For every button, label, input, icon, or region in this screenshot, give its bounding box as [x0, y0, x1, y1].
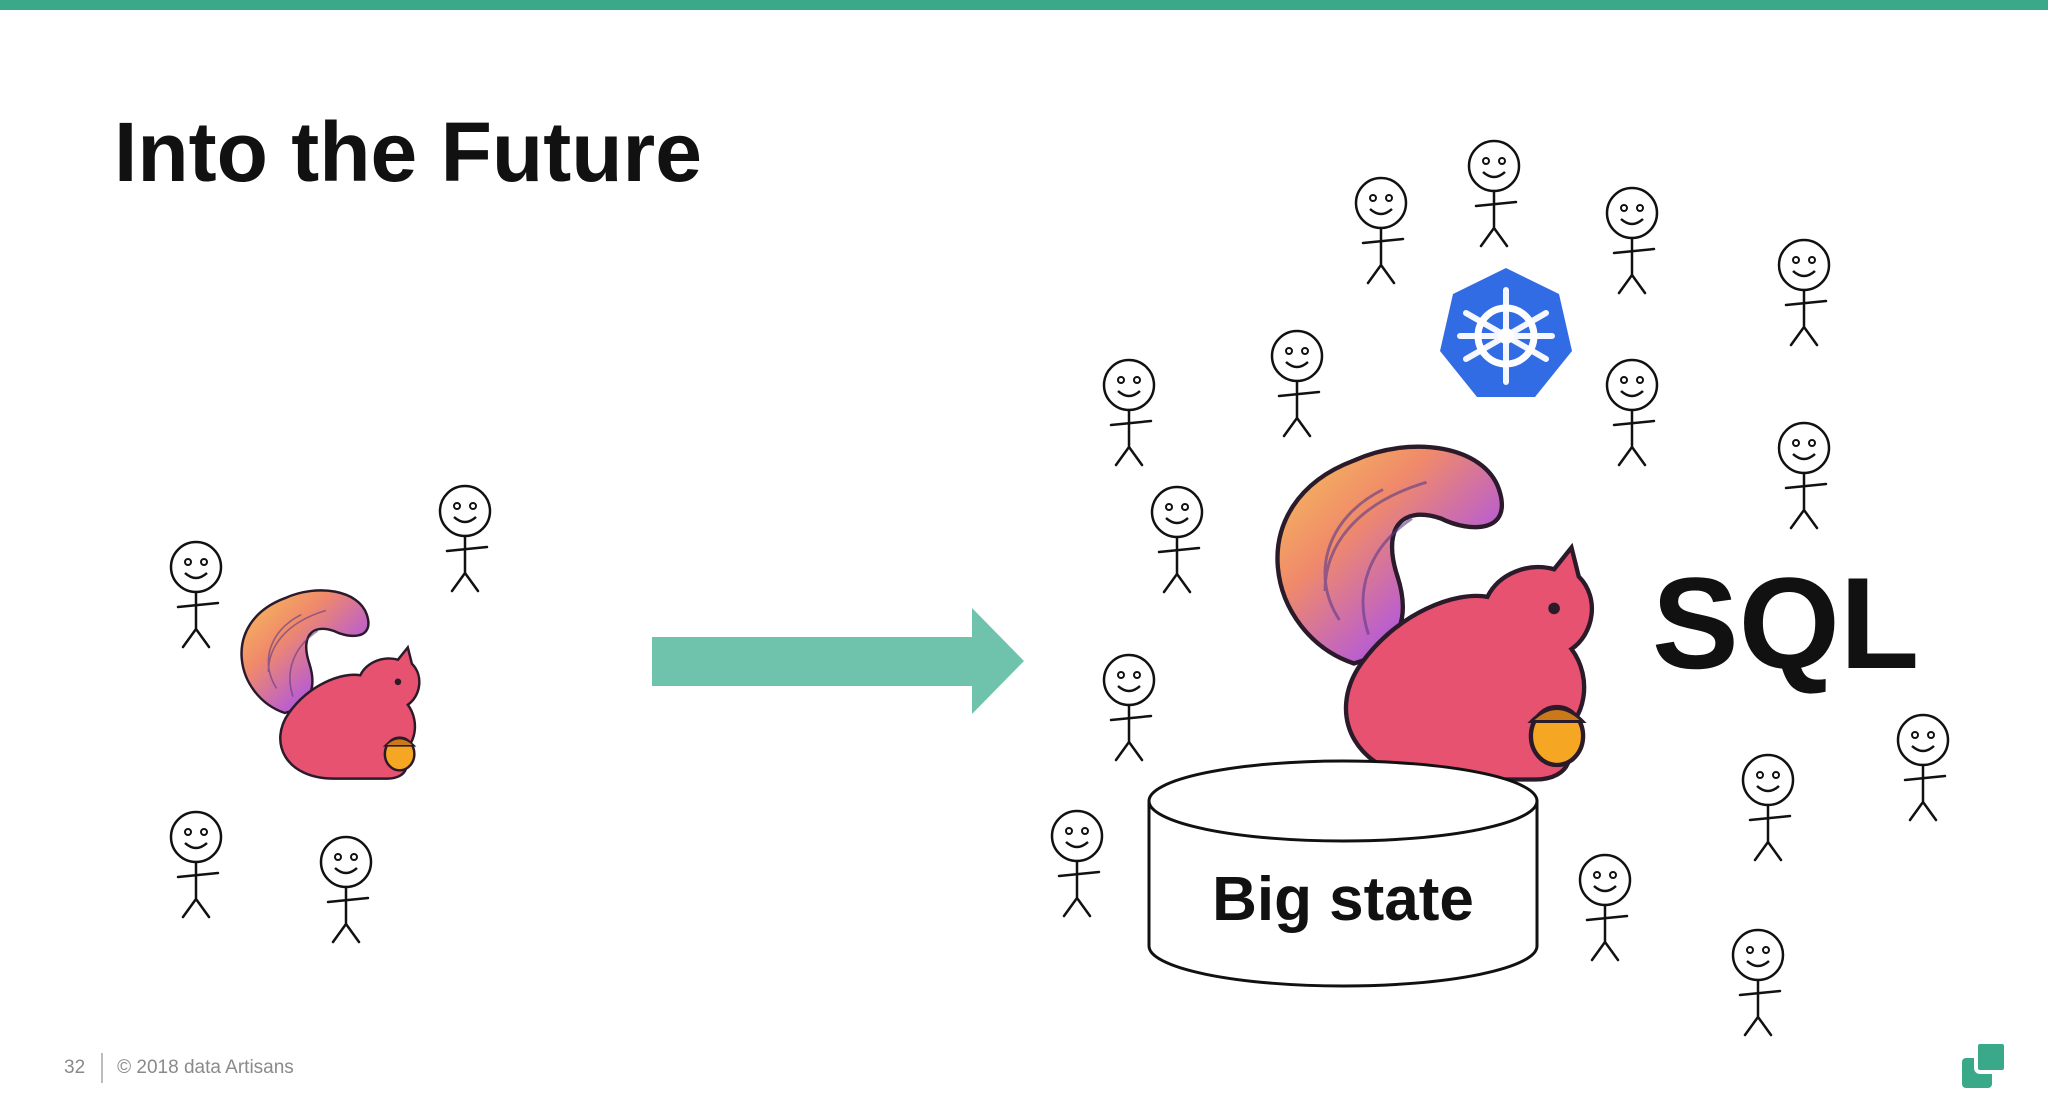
- slide-title: Into the Future: [114, 105, 702, 199]
- kubernetes-icon: [1440, 268, 1572, 397]
- stick-figure-icon: [1150, 485, 1204, 594]
- top-accent-bar: [0, 0, 2048, 10]
- stick-figure-icon: [1741, 753, 1795, 862]
- stick-figure-icon: [1777, 238, 1831, 347]
- stick-figure-icon: [1102, 653, 1156, 762]
- arrow-right-icon: [652, 608, 1024, 714]
- stick-figure-icon: [1731, 928, 1785, 1037]
- stick-figure-icon: [1467, 139, 1521, 248]
- copyright: © 2018 data Artisans: [117, 1057, 294, 1078]
- stick-figure-icon: [319, 835, 373, 944]
- stick-figure-icon: [169, 810, 223, 919]
- stick-figure-icon: [1777, 421, 1831, 530]
- stick-figure-icon: [1605, 186, 1659, 295]
- sql-label: SQL: [1652, 550, 1919, 696]
- stick-figure-icon: [1578, 853, 1632, 962]
- database-icon: [1147, 759, 1539, 988]
- stick-figure-icon: [1896, 713, 1950, 822]
- flink-squirrel-icon: [240, 589, 421, 780]
- stick-figure-icon: [1102, 358, 1156, 467]
- page-number: 32: [64, 1057, 86, 1078]
- stick-figure-icon: [438, 484, 492, 593]
- stick-figure-icon: [1354, 176, 1408, 285]
- storage-label: Big state: [1212, 865, 1474, 934]
- flink-squirrel-icon: [1277, 447, 1591, 780]
- stick-figure-icon: [1050, 809, 1104, 918]
- slide-footer: 32 © 2018 data Artisans: [64, 1052, 294, 1084]
- stick-figure-icon: [169, 540, 223, 649]
- stick-figure-icon: [1270, 329, 1324, 438]
- logo-icon: [1962, 1040, 2008, 1088]
- footer-divider: [101, 1053, 104, 1083]
- stick-figure-icon: [1605, 358, 1659, 467]
